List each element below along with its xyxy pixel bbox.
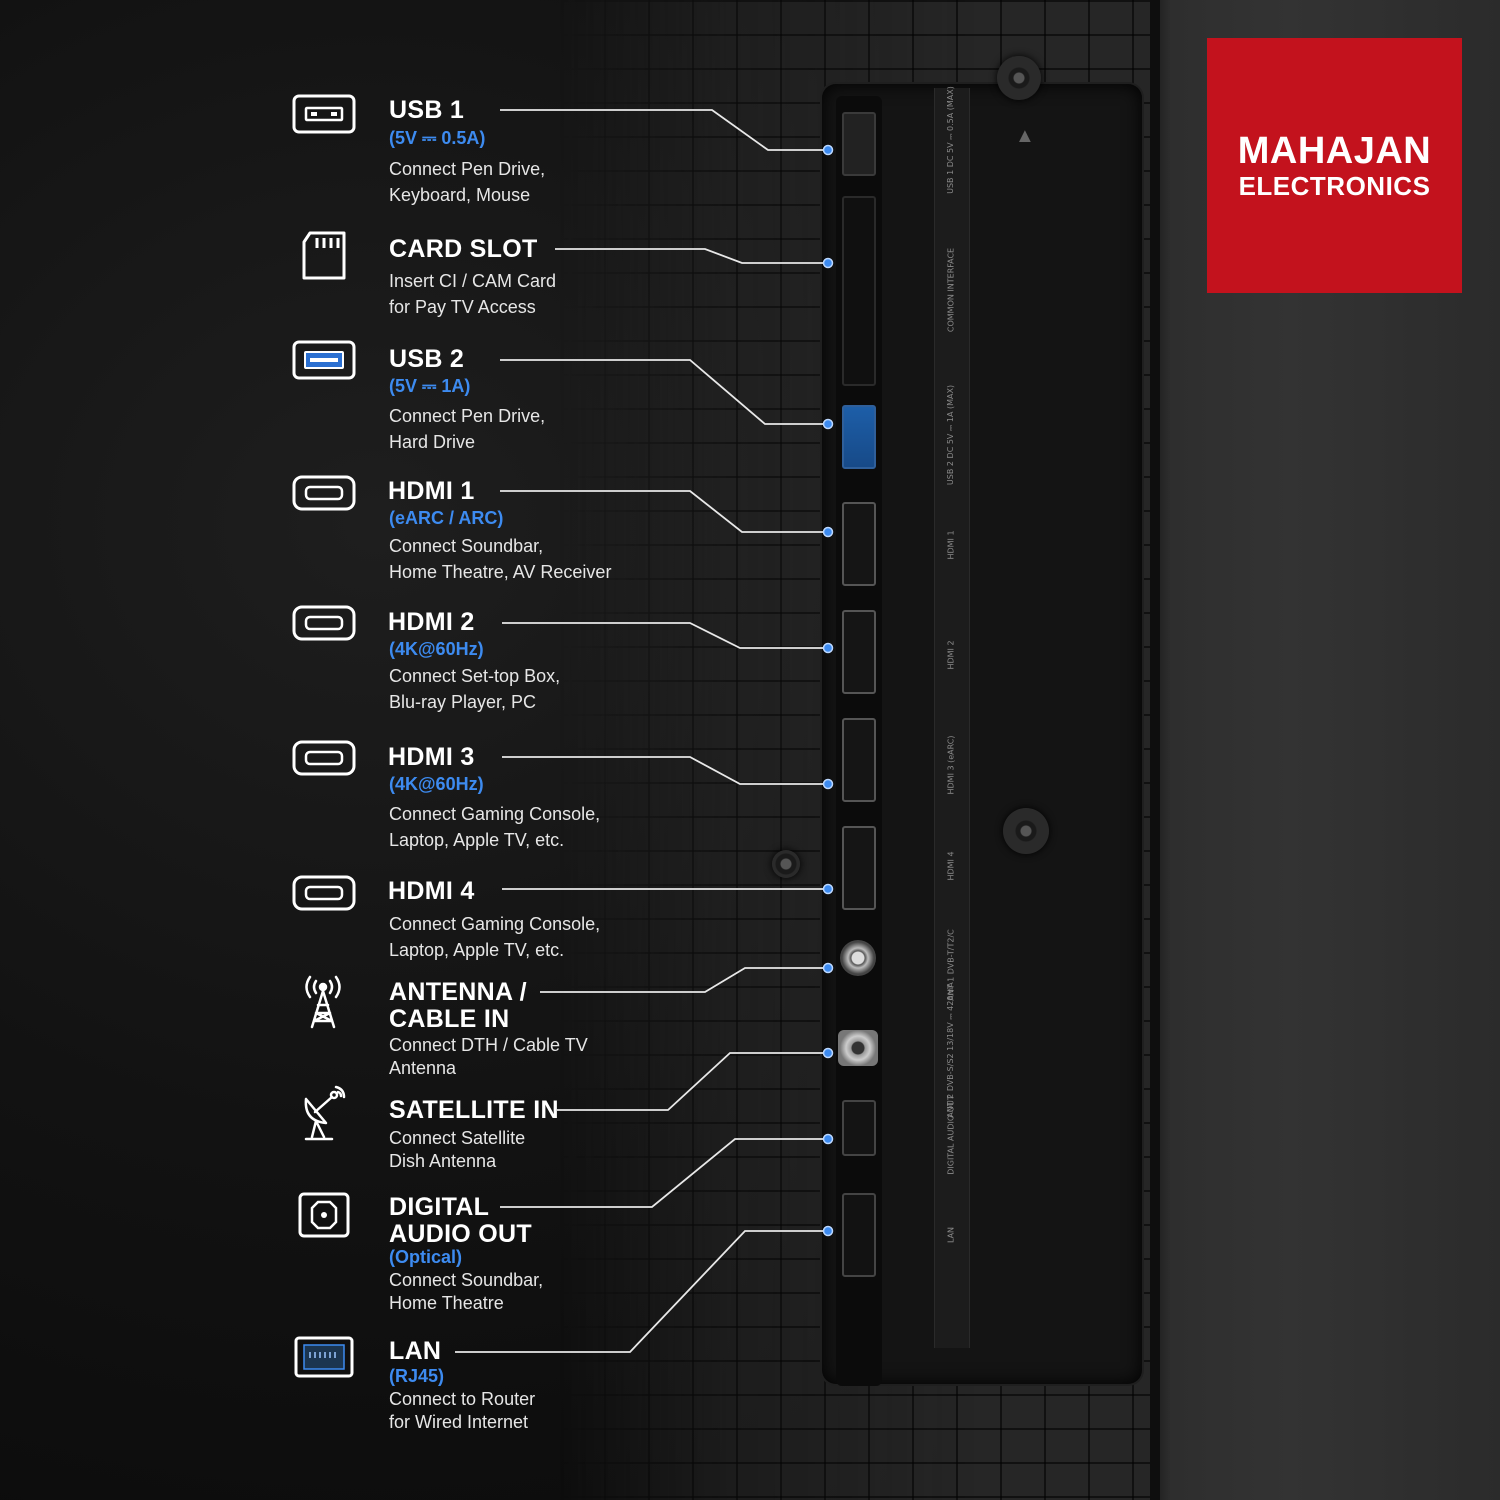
satellite-port: [838, 1030, 878, 1066]
hdmi4-port: [842, 826, 876, 910]
arrow-up-icon: ▲: [1015, 125, 1035, 147]
hdmi2-title: HDMI 2: [388, 608, 475, 636]
lan-title: LAN: [389, 1337, 442, 1365]
callout-line-audio: [500, 1138, 828, 1208]
callout-line-lan: [455, 1230, 828, 1353]
optical-port: [842, 1100, 876, 1156]
usb1-spec: (5V ⎓ 0.5A): [389, 128, 486, 148]
usb1-desc: Connect Pen Drive, Keyboard, Mouse: [389, 159, 546, 205]
callout-line-card: [555, 248, 828, 264]
callout-dot-audio: [822, 1133, 834, 1145]
brand-name: MAHAJAN: [1237, 129, 1432, 172]
hdmi1-desc: Connect Soundbar, Home Theatre, AV Recei…: [389, 536, 612, 582]
callout-line-hdmi1: [500, 490, 828, 533]
hdmi1-port: [842, 502, 876, 586]
brand-logo-box: MAHAJAN ELECTRONICS: [1207, 38, 1462, 293]
card-slot-desc: Insert CI / CAM Card for Pay TV Access: [389, 271, 557, 317]
callout-line-antenna: [540, 967, 828, 993]
antenna-tower-icon: [305, 975, 341, 1029]
antenna-title: ANTENNA / CABLE IN: [389, 978, 527, 1033]
port-label-plate: [934, 88, 970, 1348]
callout-dot-usb2: [822, 418, 834, 430]
usb2-port: [842, 405, 876, 469]
hdmi-port-icon: [292, 475, 356, 511]
lan-port-icon: [294, 1336, 354, 1378]
hdmi2-spec: (4K@60Hz): [389, 639, 484, 659]
hdmi-port-icon: [292, 605, 356, 641]
hdmi3-port: [842, 718, 876, 802]
callout-line-usb2: [500, 359, 828, 425]
small-screw: [772, 850, 800, 878]
hdmi3-title: HDMI 3: [388, 743, 475, 771]
lan-port: [842, 1193, 876, 1277]
card-slot-port: [842, 196, 876, 386]
usb2-spec: (5V ⎓ 1A): [389, 376, 471, 396]
hdmi-port-icon: [292, 875, 356, 911]
callout-line-usb1: [500, 109, 828, 151]
usb-port-icon: [292, 94, 356, 134]
hdmi2-port: [842, 610, 876, 694]
lan-desc: Connect to Router for Wired Internet: [389, 1389, 536, 1432]
callout-line-hdmi3: [502, 756, 828, 785]
hdmi2-desc: Connect Set-top Box, Blu-ray Player, PC: [389, 666, 561, 712]
hdmi4-title: HDMI 4: [388, 877, 475, 905]
hdmi3-spec: (4K@60Hz): [389, 774, 484, 794]
hdmi-port-icon: [292, 740, 356, 776]
usb2-desc: Connect Pen Drive, Hard Drive: [389, 406, 546, 452]
callout-dot-usb1: [822, 144, 834, 156]
callout-dot-hdmi3: [822, 778, 834, 790]
satellite-dish-icon: [304, 1085, 346, 1141]
callout-dot-lan: [822, 1225, 834, 1237]
usb1-port: [842, 112, 876, 176]
lan-spec: (RJ45): [389, 1366, 445, 1386]
callout-line-hdmi2: [502, 622, 828, 649]
hdmi1-title: HDMI 1: [388, 477, 475, 505]
usb-port-blue-icon: [292, 340, 356, 380]
satellite-desc: Connect Satellite Dish Antenna: [389, 1128, 526, 1171]
sd-card-icon: [302, 231, 346, 280]
mount-screw-bottom: [1003, 808, 1049, 854]
usb1-title: USB 1: [389, 96, 465, 124]
usb2-title: USB 2: [389, 345, 465, 373]
callout-line-satellite: [557, 1052, 828, 1111]
callout-dot-hdmi2: [822, 642, 834, 654]
callout-dot-satellite: [822, 1047, 834, 1059]
satellite-title: SATELLITE IN: [389, 1096, 559, 1124]
optical-port-icon: [298, 1192, 350, 1238]
audio-out-desc: Connect Soundbar, Home Theatre: [389, 1270, 544, 1313]
callout-dot-hdmi4: [822, 883, 834, 895]
hdmi1-spec: (eARC / ARC): [389, 508, 504, 528]
mount-screw-top: [997, 56, 1041, 100]
antenna-desc: Connect DTH / Cable TV Antenna: [389, 1035, 588, 1078]
audio-out-spec: (Optical): [389, 1247, 463, 1267]
callout-dot-card: [822, 257, 834, 269]
callout-dot-hdmi1: [822, 526, 834, 538]
hdmi4-desc: Connect Gaming Console, Laptop, Apple TV…: [389, 914, 601, 960]
callout-dot-antenna: [822, 962, 834, 974]
brand-subtitle: ELECTRONICS: [1238, 170, 1431, 201]
hdmi3-desc: Connect Gaming Console, Laptop, Apple TV…: [389, 804, 601, 850]
audio-out-title: DIGITAL AUDIO OUT: [389, 1193, 532, 1248]
antenna-port: [840, 940, 876, 976]
card-slot-title: CARD SLOT: [389, 235, 538, 263]
